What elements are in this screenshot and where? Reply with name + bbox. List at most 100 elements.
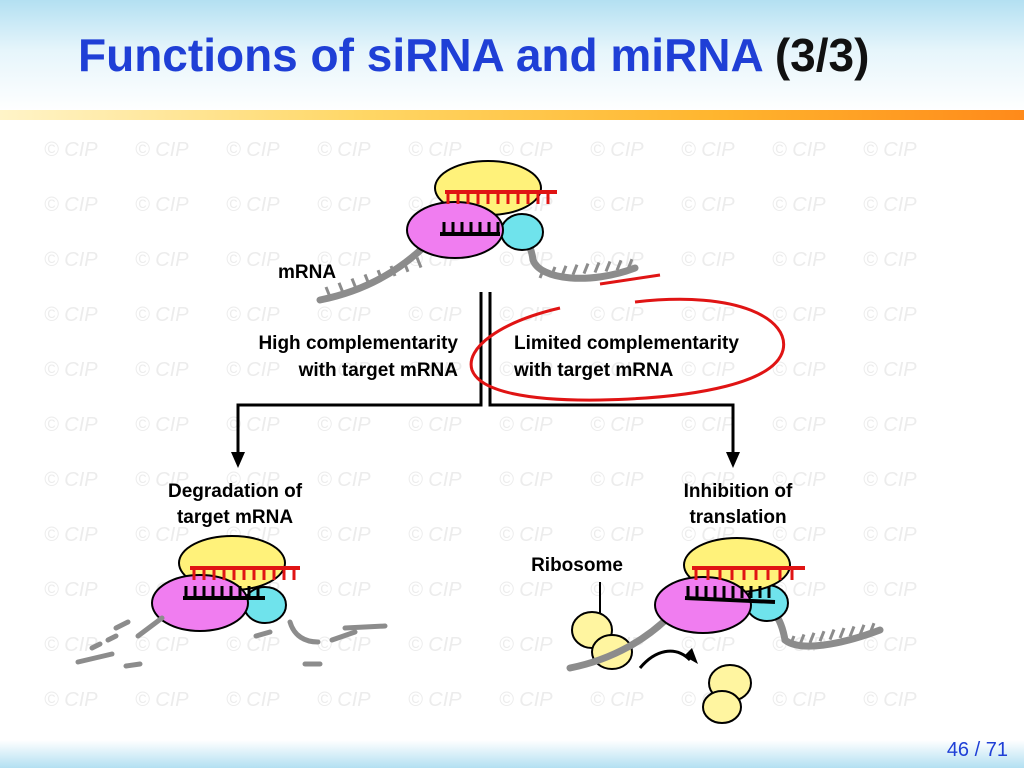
watermark-text: © CIP bbox=[772, 524, 826, 546]
watermark-text: © CIP bbox=[772, 359, 826, 381]
watermark-text: © CIP bbox=[681, 194, 735, 216]
watermark-text: © CIP bbox=[408, 469, 462, 491]
watermark-text: © CIP bbox=[681, 414, 735, 436]
watermark-text: © CIP bbox=[681, 359, 735, 381]
release-arrow bbox=[638, 649, 692, 669]
watermark-text: © CIP bbox=[772, 194, 826, 216]
watermark-text: © CIP bbox=[135, 469, 189, 491]
watermark-text: © CIP bbox=[499, 689, 553, 711]
watermark-text: © CIP bbox=[863, 249, 917, 271]
watermark-text: © CIP bbox=[226, 249, 280, 271]
page-number: 46 / 71 bbox=[946, 739, 1008, 761]
cyan-protein bbox=[500, 213, 544, 251]
watermark-text: © CIP bbox=[135, 304, 189, 326]
slide-title-main: Functions of siRNA and miRNA bbox=[78, 29, 763, 81]
watermark-text: © CIP bbox=[772, 469, 826, 491]
release-arrow-head bbox=[684, 648, 698, 664]
left-branch-label-line2: with target mRNA bbox=[298, 360, 459, 381]
watermark-text: © CIP bbox=[317, 689, 371, 711]
watermark-text: © CIP bbox=[408, 579, 462, 601]
watermark-text: © CIP bbox=[590, 524, 644, 546]
slide-title-part: (3/3) bbox=[774, 29, 870, 81]
watermark-text: © CIP bbox=[772, 414, 826, 436]
guide-rna-bases bbox=[442, 222, 500, 234]
watermark-text: © CIP bbox=[590, 194, 644, 216]
watermark-text: © CIP bbox=[317, 579, 371, 601]
watermark-text: © CIP bbox=[317, 359, 371, 381]
watermark-text: © CIP bbox=[499, 249, 553, 271]
outcome-right-line2: translation bbox=[689, 507, 786, 528]
watermark-text: © CIP bbox=[408, 689, 462, 711]
watermark-text: © CIP bbox=[499, 414, 553, 436]
watermark-text: © CIP bbox=[44, 524, 98, 546]
watermark-text: © CIP bbox=[863, 689, 917, 711]
watermark-text: © CIP bbox=[499, 469, 553, 491]
watermark-text: © CIP bbox=[317, 414, 371, 436]
watermark-text: © CIP bbox=[44, 634, 98, 656]
watermark-text: © CIP bbox=[590, 304, 644, 326]
watermark-text: © CIP bbox=[226, 359, 280, 381]
watermark-text: © CIP bbox=[499, 359, 553, 381]
outcome-left-line2: target mRNA bbox=[177, 507, 293, 528]
left-branch-label-line1: High complementarity bbox=[258, 333, 458, 354]
watermark-text: © CIP bbox=[408, 304, 462, 326]
small-rna-bases bbox=[446, 192, 550, 204]
watermark-text: © CIP bbox=[44, 249, 98, 271]
watermark-text: © CIP bbox=[317, 139, 371, 161]
watermark-text: © CIP bbox=[681, 249, 735, 271]
watermark-text: © CIP bbox=[499, 524, 553, 546]
watermark-text: © CIP bbox=[317, 524, 371, 546]
watermark-text: © CIP bbox=[226, 414, 280, 436]
watermark-text: © CIP bbox=[317, 469, 371, 491]
watermark-text: © CIP bbox=[590, 469, 644, 491]
mrna-fragments bbox=[75, 615, 388, 669]
watermark-text: © CIP bbox=[863, 194, 917, 216]
watermark-text: © CIP bbox=[135, 414, 189, 436]
watermark-text: © CIP bbox=[772, 689, 826, 711]
watermark-text: © CIP bbox=[226, 139, 280, 161]
watermark-text: © CIP bbox=[135, 194, 189, 216]
watermark-text: © CIP bbox=[590, 579, 644, 601]
watermark-text: © CIP bbox=[499, 579, 553, 601]
watermark-text: © CIP bbox=[499, 139, 553, 161]
top-risc-complex bbox=[316, 160, 639, 304]
watermark-text: © CIP bbox=[44, 194, 98, 216]
title-divider bbox=[0, 110, 1024, 120]
watermark-text: © CIP bbox=[135, 524, 189, 546]
watermark-text: © CIP bbox=[408, 139, 462, 161]
watermark-text: © CIP bbox=[135, 359, 189, 381]
pink-protein bbox=[406, 201, 504, 259]
watermark-text: © CIP bbox=[863, 139, 917, 161]
watermark-text: © CIP bbox=[863, 634, 917, 656]
footer-band bbox=[0, 740, 1024, 768]
watermark-text: © CIP bbox=[226, 634, 280, 656]
degradation-complex bbox=[151, 535, 300, 632]
arrow-left-head bbox=[231, 452, 245, 468]
ribosome-released bbox=[702, 664, 752, 724]
watermark-text: © CIP bbox=[44, 469, 98, 491]
watermark-text: © CIP bbox=[44, 689, 98, 711]
watermark-text: © CIP bbox=[590, 414, 644, 436]
watermark-text: © CIP bbox=[772, 139, 826, 161]
right-branch-label-line2: with target mRNA bbox=[513, 360, 674, 381]
watermark-text: © CIP bbox=[590, 689, 644, 711]
watermark-text: © CIP bbox=[408, 524, 462, 546]
watermark-text: © CIP bbox=[135, 249, 189, 271]
right-branch-label-line1: Limited complementarity bbox=[514, 333, 739, 354]
watermark-text: © CIP bbox=[44, 579, 98, 601]
mrna-label: mRNA bbox=[278, 262, 336, 283]
arrow-right-head bbox=[726, 452, 740, 468]
watermark-text: © CIP bbox=[44, 414, 98, 436]
watermark-text: © CIP bbox=[863, 524, 917, 546]
title-band bbox=[0, 0, 1024, 112]
outcome-right-line1: Inhibition of bbox=[684, 481, 793, 502]
outcome-left-line1: Degradation of bbox=[168, 481, 303, 502]
watermark-text: © CIP bbox=[226, 469, 280, 491]
watermark-layer: © CIP © CIP © CIP © CIP © CIP © CIP © CIP © CIP… bbox=[44, 139, 917, 711]
watermark-text: © CIP bbox=[681, 469, 735, 491]
watermark-text: © CIP bbox=[590, 139, 644, 161]
watermark-text: © CIP bbox=[408, 359, 462, 381]
watermark-text: © CIP bbox=[863, 469, 917, 491]
